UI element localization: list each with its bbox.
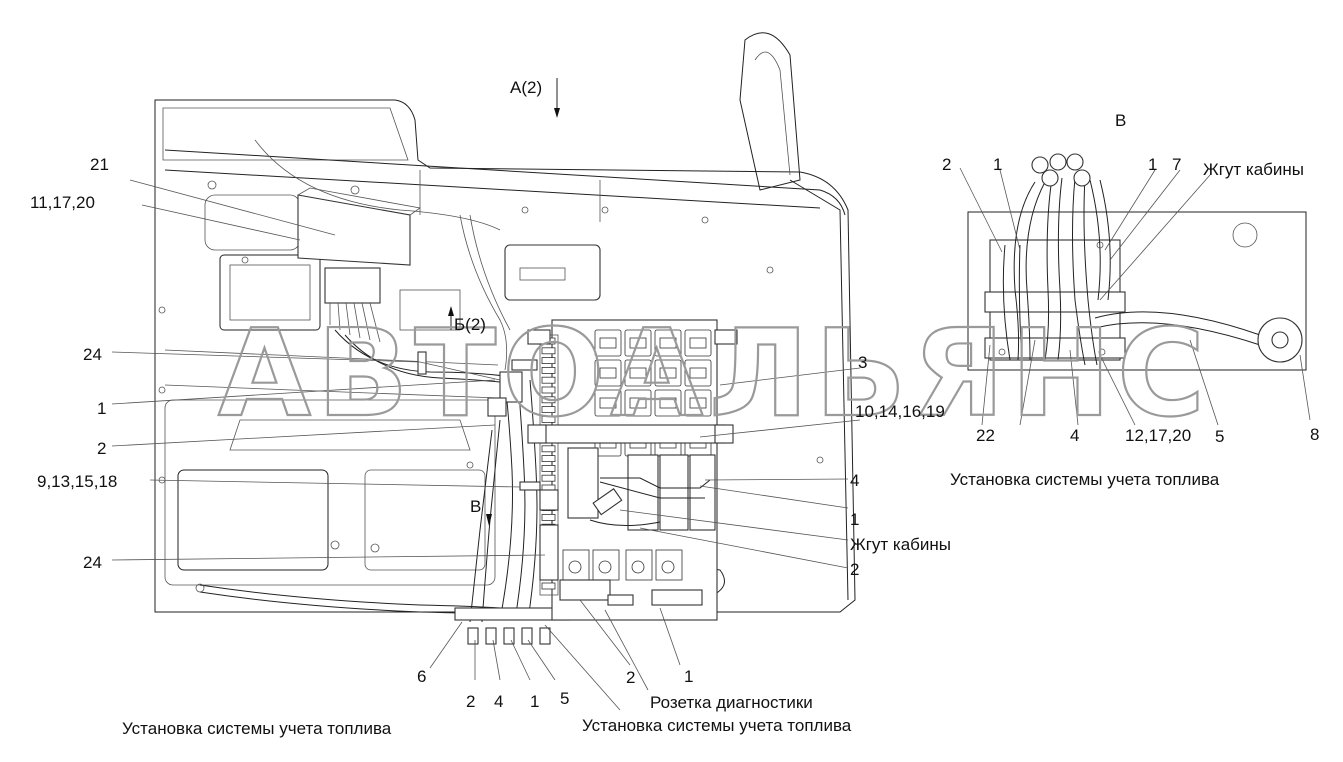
detail-callout-7: 7 <box>1172 155 1181 174</box>
callout-9-13-15-18: 9,13,15,18 <box>37 472 117 491</box>
fuse-slot <box>541 376 556 384</box>
callout-1-right: 1 <box>850 510 859 529</box>
fuse-slot <box>541 474 556 482</box>
leader-lines-main <box>111 179 861 711</box>
detail-fuel-system-label: Установка системы учета топлива <box>950 470 1220 489</box>
view-b-label: Б(2) <box>454 315 486 334</box>
detail-callout-4: 4 <box>1070 426 1079 445</box>
relay-cell-inner <box>659 367 677 379</box>
relay-cell-inner <box>599 337 617 349</box>
view-b-arrow-icon <box>448 306 454 316</box>
fuse-slot <box>541 347 556 355</box>
relay-cell-inner <box>689 337 707 349</box>
fuse-slot <box>541 366 556 374</box>
relay-cell-inner <box>629 337 647 349</box>
view-v-label: В <box>470 497 481 516</box>
callout-2-right: 2 <box>850 560 859 579</box>
callout-24-bottom: 24 <box>83 553 102 572</box>
detail-harness-label: Жгут кабины <box>1203 160 1304 179</box>
callout-10-14-16-19: 10,14,16,19 <box>855 402 945 421</box>
detail-view-title: В <box>1115 111 1126 130</box>
callout-5-bottom: 5 <box>560 689 569 708</box>
fuse-slot <box>541 582 556 590</box>
detail-callout-1b: 1 <box>1148 155 1157 174</box>
socket-connector <box>568 560 582 574</box>
detail-callout-22: 22 <box>976 426 995 445</box>
detail-view-v <box>959 153 1311 426</box>
callout-11-17-20: 11,17,20 <box>30 193 95 212</box>
view-a-arrow-icon <box>554 108 560 118</box>
callout-4-right: 4 <box>850 471 859 490</box>
callout-4-bottom: 4 <box>494 692 503 711</box>
fuse-slot <box>541 445 556 453</box>
fuse-slot <box>541 357 556 365</box>
fuse-slot <box>541 514 556 521</box>
fuel-system-label-left: Установка системы учета топлива <box>122 719 392 738</box>
callout-1-bottom-b: 1 <box>684 667 693 686</box>
socket-connector <box>631 560 645 574</box>
fuse-slot <box>541 396 556 404</box>
relay-cell-inner <box>629 367 647 379</box>
socket-connector <box>598 560 612 574</box>
relay-cell-inner <box>629 397 647 409</box>
detail-callout-5: 5 <box>1215 427 1224 446</box>
watermark-text: АВТОАЛЬЯНС <box>218 305 1211 444</box>
relay-cell-inner <box>599 367 617 379</box>
view-arrows <box>448 78 560 526</box>
detail-callout-1a: 1 <box>993 155 1002 174</box>
cab-panel-drawing <box>154 32 856 645</box>
fuse-slot <box>541 406 556 414</box>
fuse-relay-box <box>417 319 738 621</box>
fuel-system-label-center: Установка системы учета топлива <box>582 716 852 735</box>
fuse-slot <box>541 386 556 394</box>
detail-callout-8: 8 <box>1310 425 1319 444</box>
fuse-slot <box>541 415 556 423</box>
callout-3: 3 <box>858 353 867 372</box>
callout-21: 21 <box>90 155 109 174</box>
callout-1-left: 1 <box>97 399 106 418</box>
fuse-slot <box>541 455 556 463</box>
callout-6: 6 <box>417 667 426 686</box>
relay-cell-inner <box>659 397 677 409</box>
view-a-label: А(2) <box>510 78 542 97</box>
detail-callout-12-17-20: 12,17,20 <box>1125 426 1191 445</box>
callout-2-bottom: 2 <box>466 692 475 711</box>
callout-24-top: 24 <box>83 345 102 364</box>
socket-connector <box>661 560 675 574</box>
relay-cell-inner <box>689 397 707 409</box>
detail-callout-2: 2 <box>942 155 951 174</box>
callout-2-bottom-b: 2 <box>626 668 635 687</box>
callout-2-left: 2 <box>97 439 106 458</box>
harness-label-right: Жгут кабины <box>850 535 951 554</box>
fuse-slot <box>541 464 556 472</box>
callout-1-bottom: 1 <box>530 692 539 711</box>
relay-cell-inner <box>689 367 707 379</box>
socket-housing <box>592 549 620 581</box>
diagnostic-socket-label: Розетка диагностики <box>650 693 813 712</box>
relay-cell-inner <box>659 337 677 349</box>
view-v-arrow-icon <box>486 514 492 526</box>
relay-cell-inner <box>599 397 617 409</box>
